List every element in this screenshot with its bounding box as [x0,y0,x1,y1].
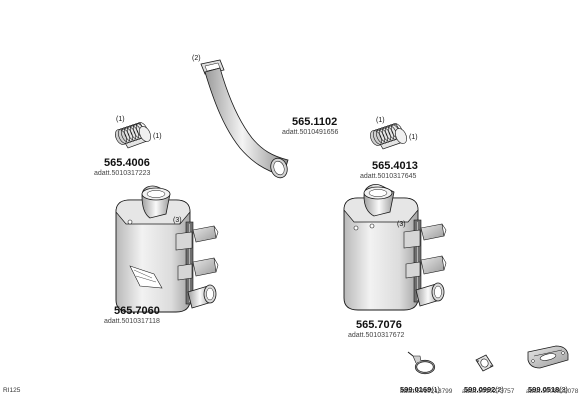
pipe-qty: (2) [192,55,201,62]
gasket-part-number: 599.0992 [464,385,496,394]
right-silencer [343,184,447,311]
mounting-bracket-part [527,345,569,369]
right-silencer-qty: (3) [397,221,406,228]
gasket-ref: adatt.5010273757 [462,388,515,395]
pipe-ref: adatt.5010491656 [282,129,339,136]
gasket-qty: (2) [495,387,504,394]
left-silencer [115,185,219,313]
gasket-part [475,354,494,372]
left-coupling-qty-top: (1) [116,116,125,123]
right-silencer-part-number: 565.7076 [356,319,402,331]
gasket-label: 599.0992(2) [464,380,504,396]
left-coupling-qty-side: (1) [153,133,162,140]
right-coupling-part-number: 565.4013 [372,160,418,172]
right-coupling-qty-side: (1) [409,134,418,141]
clamp-qty: (1) [431,387,440,394]
right-coupling-ref: adatt.5010317645 [360,173,417,180]
left-silencer-part-number: 565.7060 [114,305,160,317]
exhaust-pipe [200,59,289,179]
right-silencer-ref: adatt.5010317672 [348,332,405,339]
bracket-qty: (3) [559,387,568,394]
left-coupling-part-number: 565.4006 [104,157,150,169]
left-coupling-ref: adatt.5010317223 [94,170,151,177]
clamp-part [407,351,436,375]
pipe-part-number: 565.1102 [292,116,338,128]
left-flex-coupling [115,122,151,149]
diagram-code: RI125 [3,387,21,394]
bracket-ref: adatt.5001822078 [526,388,579,395]
bracket-label: 599.0518(3) [528,380,568,396]
right-coupling-qty-top: (1) [376,117,385,124]
clamp-part-number: 599.0169 [400,385,432,394]
left-silencer-qty: (3) [173,217,182,224]
right-flex-coupling [370,123,407,150]
clamp-label: 599.0169(1) [400,380,440,396]
left-silencer-ref: adatt.5010317118 [104,318,160,325]
clamp-ref: adatt.5010213799 [400,388,453,395]
bracket-part-number: 599.0518 [528,385,560,394]
